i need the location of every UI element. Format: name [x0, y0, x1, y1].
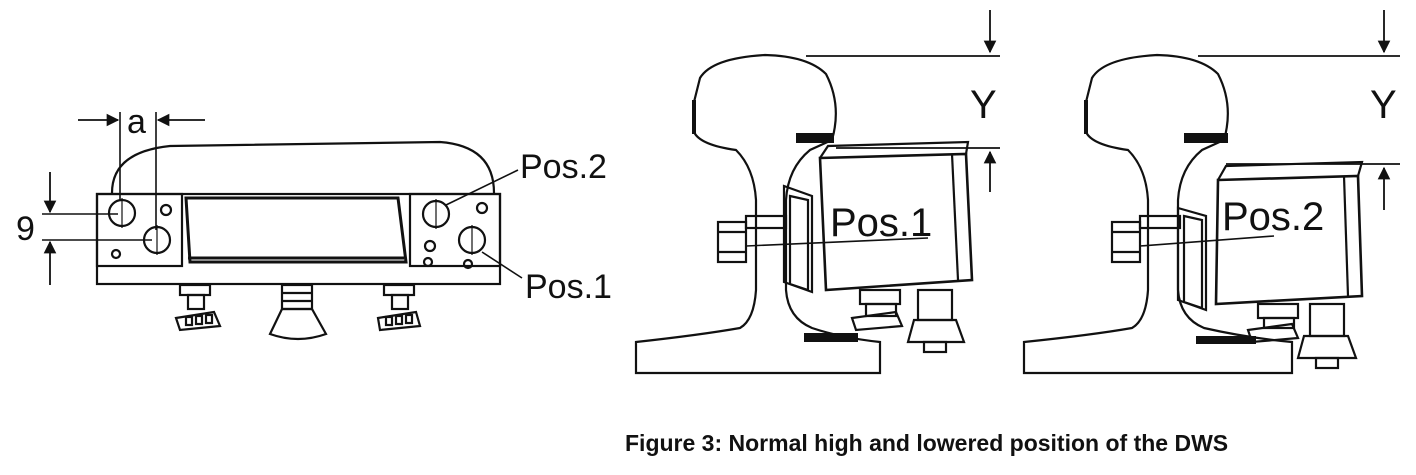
front-foot-right: [376, 283, 422, 332]
front-view: [42, 112, 523, 341]
front-top-arch: [110, 140, 496, 194]
front-foot-center: [268, 283, 328, 341]
front-pos2-label: Pos.2: [520, 148, 607, 186]
front-left-block: [95, 192, 184, 268]
rail-left: [634, 53, 882, 375]
left-y-label: Y: [970, 83, 997, 127]
front-pos1-label: Pos.1: [525, 268, 612, 306]
front-center-window: [184, 196, 408, 264]
right-y-label: Y: [1370, 83, 1397, 127]
left-pos-label: Pos.1: [830, 201, 932, 245]
figure-caption: Figure 3: Normal high and lowered positi…: [625, 430, 1229, 456]
dim-a-label: a: [127, 103, 146, 141]
dim-9-label: 9: [16, 210, 35, 248]
front-foot-left: [174, 283, 222, 332]
right-pos-label: Pos.2: [1222, 195, 1324, 239]
side-view-left: [634, 10, 1000, 375]
front-right-block: [408, 192, 502, 268]
rail-right: [1022, 53, 1294, 375]
side-view-right: [1022, 10, 1400, 375]
